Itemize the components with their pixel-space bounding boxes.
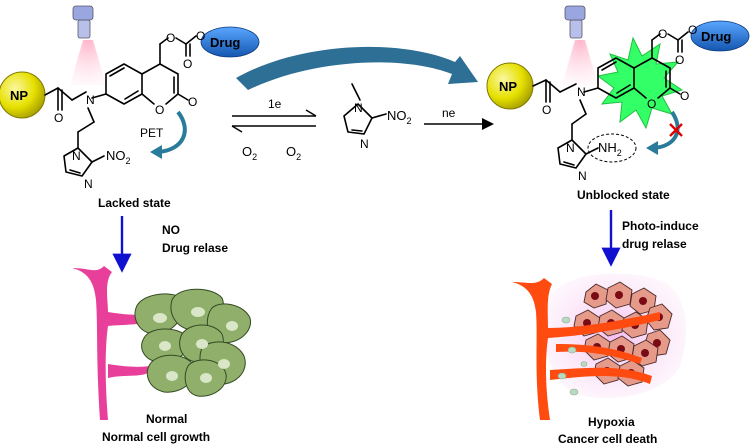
middle-imidazole-bonds (343, 83, 387, 135)
nh2-highlight-circle (587, 133, 637, 163)
o2-left-label: O2 (242, 144, 257, 162)
o2-right-label: O2 (286, 144, 301, 162)
right-path-line2: drug relase (622, 237, 687, 251)
left-path-line2: Drug relase (162, 241, 228, 255)
carbonyl-o-label-right: O (542, 103, 551, 117)
lactone-o-label-right: O (647, 97, 656, 111)
arrow-1e-label: 1e (268, 97, 282, 111)
normal-vessel-icon (72, 266, 150, 420)
drug-pill-icon-right (690, 20, 750, 52)
ester-o1-label-right: O (658, 27, 667, 41)
block-x-icon (669, 123, 683, 137)
right-molecule-bonds (532, 31, 689, 169)
pet-arrow-icon (157, 110, 187, 154)
np-label-right: NP (499, 79, 517, 94)
mid-ring-n1-label: N (354, 101, 363, 115)
right-path-line1: Photo-induce (622, 219, 699, 233)
carbonyl-o-label: O (54, 111, 63, 125)
left-state-label: Lacked state (98, 196, 171, 210)
ne-label: ne (442, 106, 456, 120)
left-caption1: Normal (146, 412, 187, 426)
ring-n1-label: N (72, 149, 81, 163)
oxygen-bubbles (557, 316, 588, 396)
left-molecule: NP Drug (0, 5, 260, 210)
ester-o3-label: O (183, 57, 192, 71)
top-curved-arrow (236, 46, 478, 90)
drug-pill-icon (200, 26, 260, 58)
right-path: Photo-induce drug relase (512, 210, 699, 446)
middle-reaction: 1e O2 O2 N N NO2 ne (231, 83, 494, 162)
amine-n-label-right: N (577, 85, 586, 99)
left-path-line1: NO (162, 223, 180, 237)
no2-label: NO2 (106, 148, 131, 166)
light-source-icon (70, 5, 106, 85)
ester-o2-label-right: O (688, 23, 697, 37)
ring-n1-label-right: N (566, 141, 575, 155)
lactone-carbonyl-o-label: O (188, 95, 197, 109)
left-path: NO Drug relase Normal Normal cell growt (72, 216, 252, 444)
right-state-label: Unblocked state (577, 188, 670, 202)
mid-ring-n2-label: N (360, 137, 369, 151)
light-source-icon-right (562, 5, 598, 85)
lactone-carbonyl-o-label-right: O (680, 89, 689, 103)
pet-label: PET (140, 126, 164, 140)
amine-n-label: N (86, 93, 95, 107)
ring-n2-label: N (84, 177, 93, 191)
left-molecule-bonds (44, 35, 197, 177)
normal-cell-nuclei (153, 307, 238, 383)
drug-label: Drug (210, 35, 240, 50)
hypoxia-vessel-icon (512, 278, 660, 420)
drug-label-right: Drug (701, 29, 731, 44)
np-label: NP (10, 88, 28, 103)
ester-o3-label-right: O (675, 53, 684, 67)
right-molecule: NP Drug (486, 5, 750, 202)
left-caption2: Normal cell growth (102, 430, 210, 444)
ester-o1-label: O (166, 31, 175, 45)
ester-o2-label: O (196, 29, 205, 43)
blocked-pet-arrow-icon (653, 110, 680, 150)
ring-n2-label-right: N (578, 169, 587, 183)
right-caption1: Hypoxia (588, 415, 635, 429)
nh2-label: NH2 (598, 140, 622, 158)
mid-no2-label: NO2 (387, 108, 412, 126)
normal-cell-cluster (134, 288, 252, 397)
right-caption2: Cancer cell death (558, 432, 657, 446)
lactone-o-label: O (155, 103, 164, 117)
